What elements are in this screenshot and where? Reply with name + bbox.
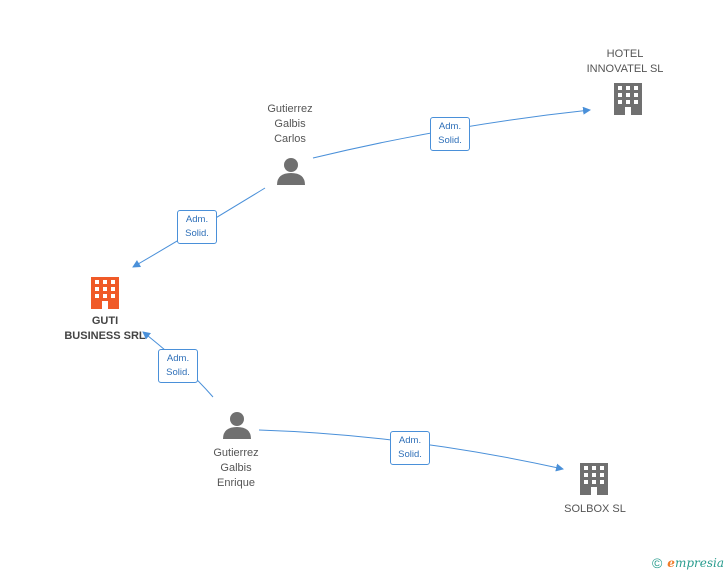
brand-initial: e [667,556,675,570]
node-label-enrique[interactable]: Gutierrez Galbis Enrique [213,447,259,489]
edge-label-carlos-guti: Adm. Solid. [177,210,217,244]
node-label-hotel[interactable]: HOTEL INNOVATEL SL [586,48,664,75]
node-label-carlos[interactable]: Gutierrez Galbis Carlos [267,103,313,145]
brand-logo[interactable]: empresia [667,556,724,570]
person-icon[interactable] [223,412,251,439]
edge-label-enrique-solbox: Adm. Solid. [390,431,430,465]
building-icon[interactable] [91,277,119,309]
brand-name: mpresia [674,556,724,570]
copyright-icon: © [651,555,663,571]
footer-brand: © empresia [652,555,724,571]
edge-label-carlos-hotel: Adm. Solid. [430,117,470,151]
person-icon[interactable] [277,158,305,185]
building-icon[interactable] [580,463,608,495]
node-label-guti[interactable]: GUTI BUSINESS SRL [64,315,146,342]
building-icon[interactable] [614,83,642,115]
node-label-solbox[interactable]: SOLBOX SL [564,503,626,515]
edge-label-enrique-guti: Adm. Solid. [158,349,198,383]
